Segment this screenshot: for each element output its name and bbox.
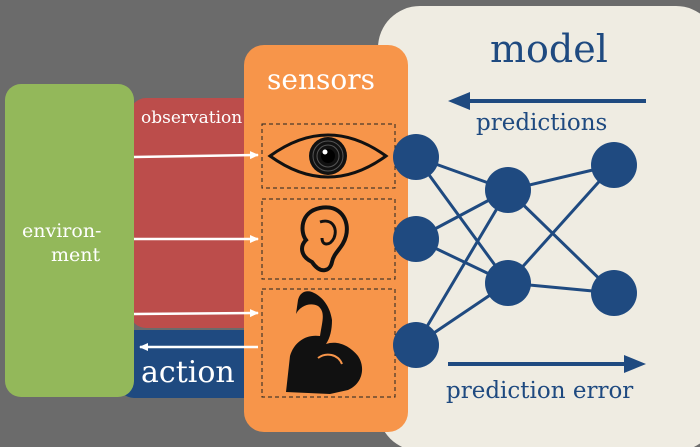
network-node-layer2-2: [485, 260, 531, 306]
network-edge: [506, 163, 616, 285]
network-edge: [414, 189, 510, 346]
environment-label-line1: environ-: [22, 220, 102, 242]
sensors-panel: [244, 45, 408, 432]
prediction-error-arrowhead: [624, 355, 646, 373]
sensors-title: sensors: [267, 63, 375, 96]
observation-label: observation: [141, 108, 243, 128]
predictions-label: predictions: [476, 110, 608, 136]
network-node-layer1-1: [393, 134, 439, 180]
environment-panel: [5, 84, 134, 397]
ear-icon: [300, 205, 349, 273]
muscle-sensor-box: [261, 288, 396, 398]
model-title: model: [490, 27, 608, 71]
network-edge: [414, 156, 510, 284]
observation-arrow-1: [133, 151, 259, 160]
network-node-layer1-3: [393, 322, 439, 368]
environment-label-line2: ment: [51, 244, 101, 266]
action-label: action: [141, 355, 235, 390]
network-node-layer2-1: [485, 167, 531, 213]
model-panel: [378, 6, 700, 447]
eye-icon: [267, 133, 389, 179]
network-node-layer1-2: [393, 216, 439, 262]
muscle-arm-icon: [286, 291, 363, 394]
network-node-layer3-1: [591, 142, 637, 188]
network-edge: [506, 188, 616, 295]
observation-arrow-3: [133, 309, 259, 318]
observation-panel: [130, 98, 262, 328]
network-node-layer3-2: [591, 270, 637, 316]
ear-sensor-box: [261, 198, 396, 280]
prediction-error-label: prediction error: [446, 378, 634, 404]
predictions-arrowhead: [448, 92, 470, 110]
